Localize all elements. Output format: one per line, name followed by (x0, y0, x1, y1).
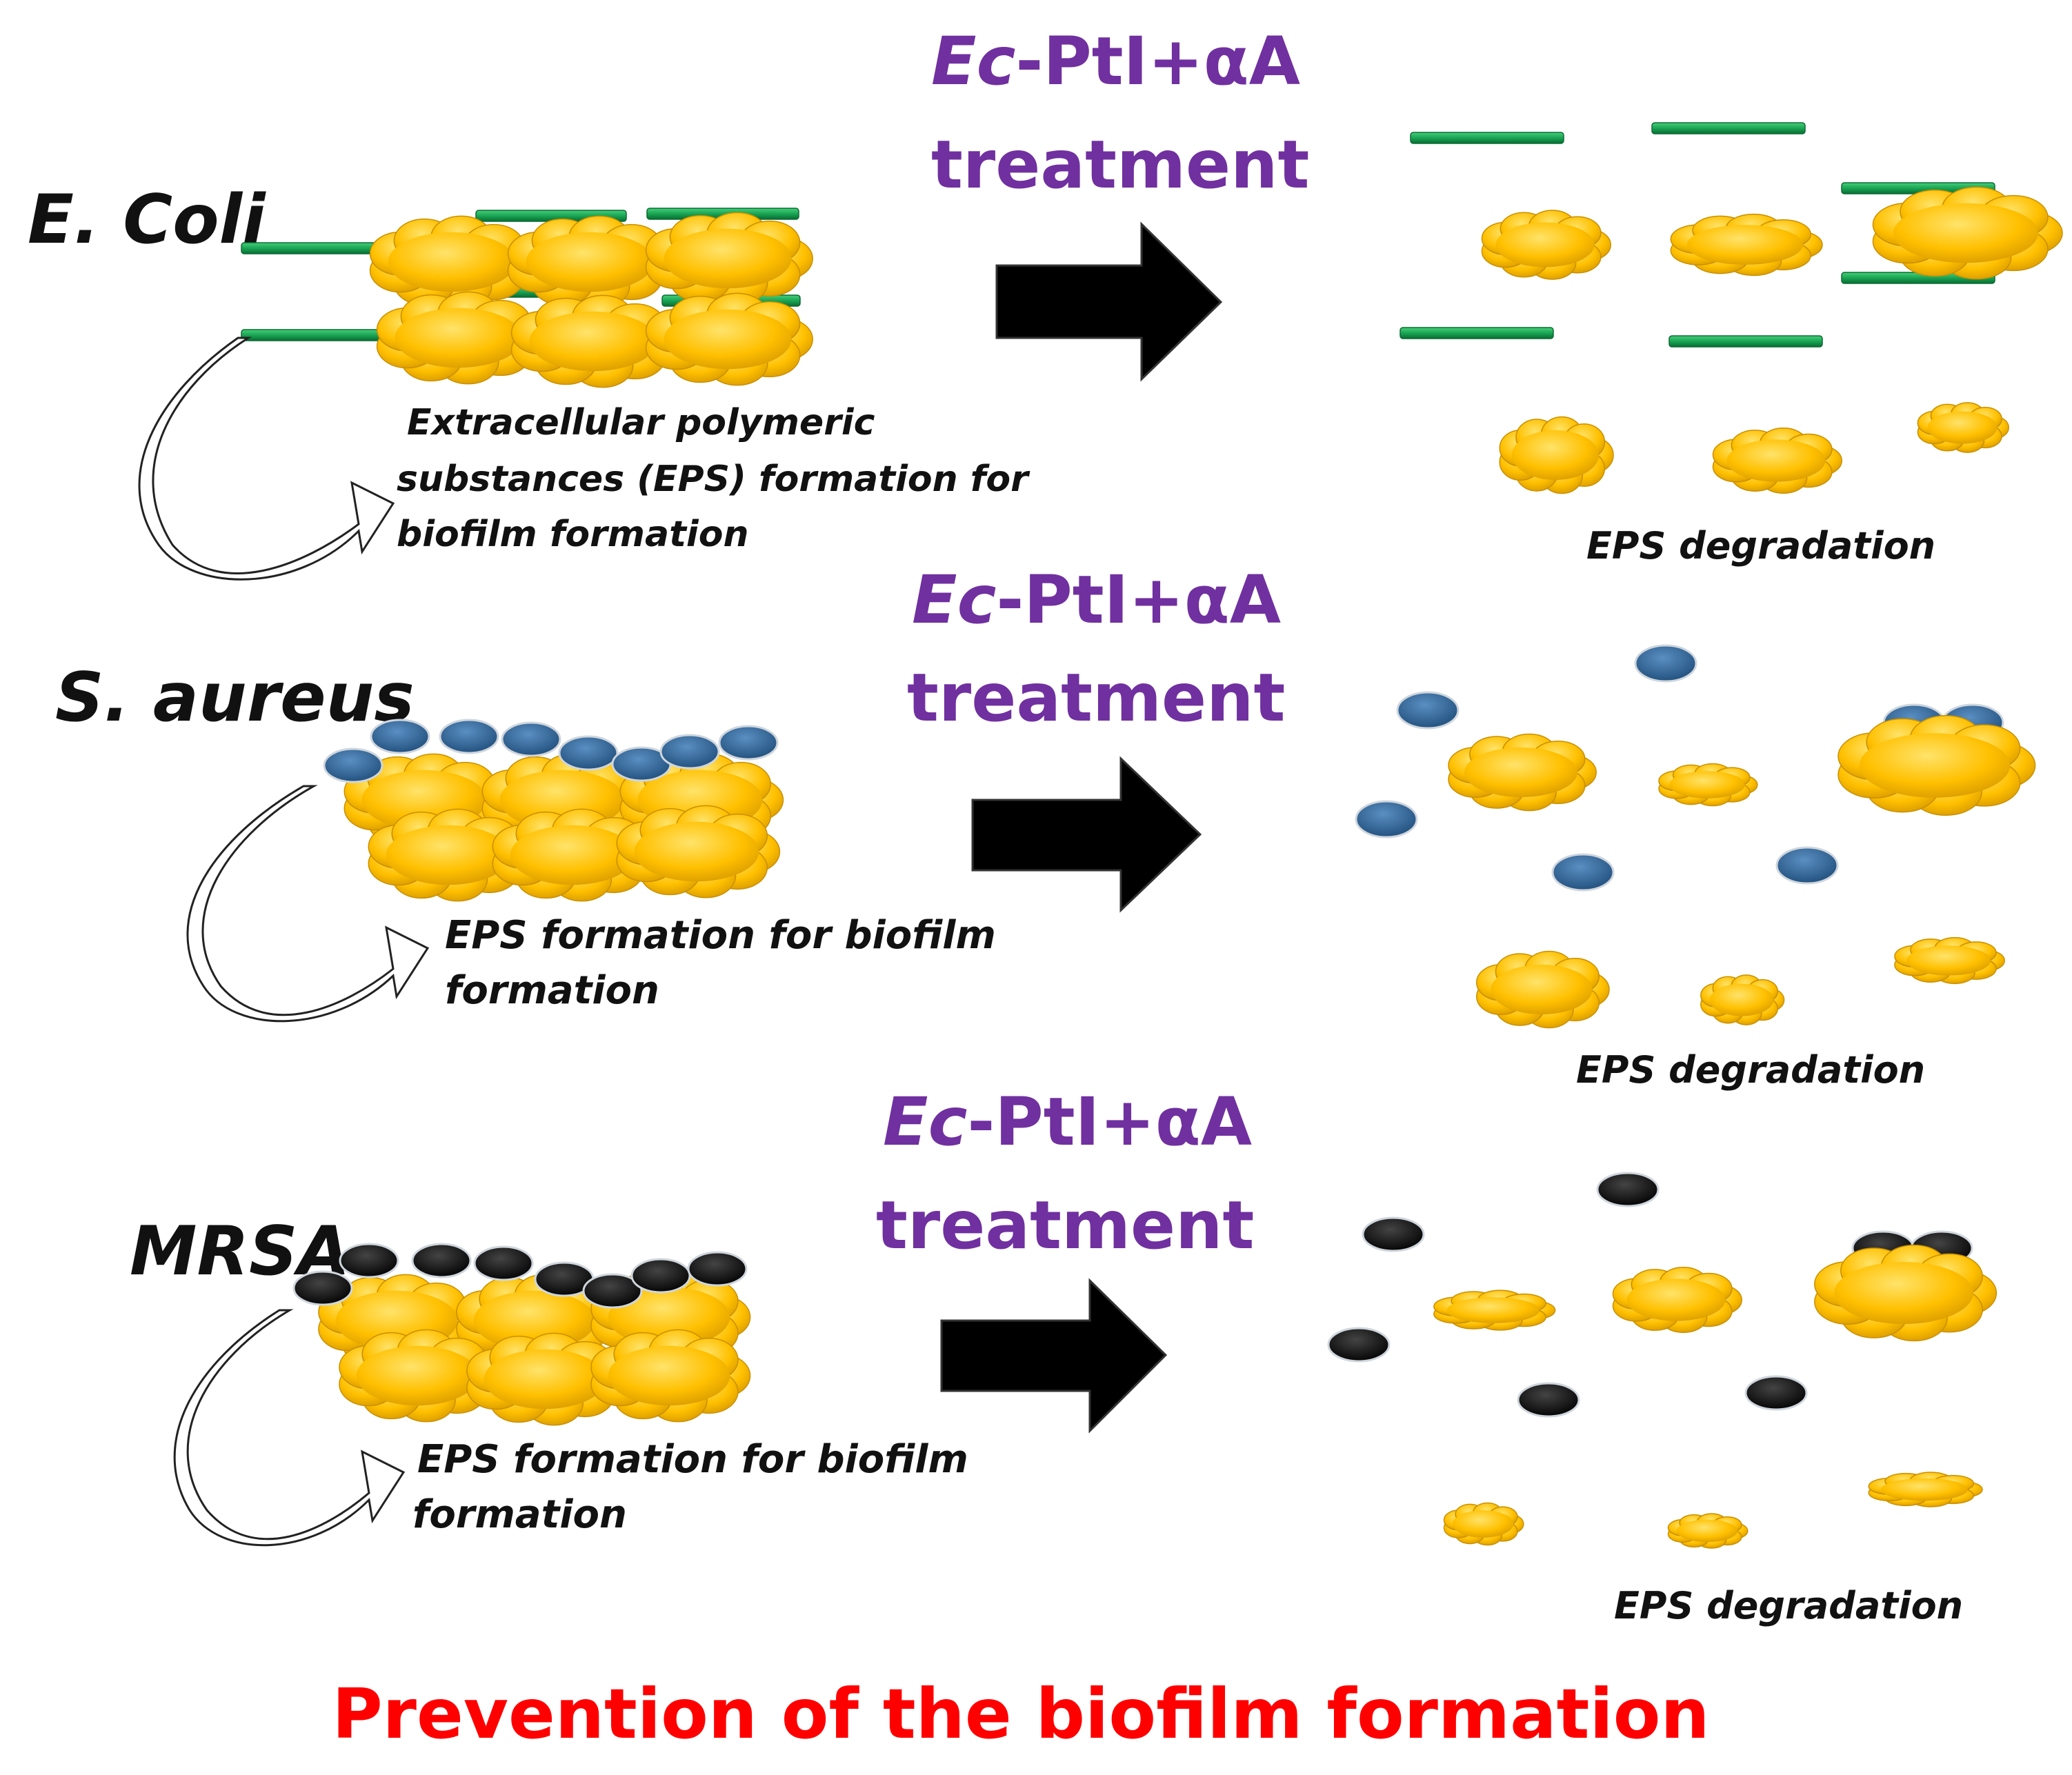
coccus-bacterium (1396, 691, 1460, 730)
rod-bacterium (1410, 132, 1564, 144)
scattered-result (1399, 122, 2063, 494)
eps-cluster (1700, 974, 1785, 1025)
coccus-bacterium (1551, 853, 1615, 892)
footer-title: Prevention of the biofilm formation (332, 1674, 1709, 1754)
treatment-line-2: treatment (907, 659, 1285, 736)
note-line-3: biofilm formation (397, 514, 749, 555)
eps-cluster (1868, 1472, 1983, 1507)
rod-bacterium (1651, 122, 1806, 134)
coccus-bacterium (501, 721, 561, 757)
eps-cluster (1712, 428, 1842, 494)
eps-cluster (1612, 1267, 1742, 1333)
coccus-bacterium (1634, 644, 1697, 683)
organism-label: E. Coli (28, 181, 266, 259)
eps-cluster (1814, 1244, 1998, 1342)
coccus-bacterium (411, 1243, 472, 1278)
right-arrow (940, 1278, 1168, 1434)
eps-cluster (368, 808, 532, 902)
eps-cluster (1433, 1290, 1556, 1331)
coccus-bacterium (1596, 1172, 1660, 1207)
treatment-line-1: Ec-PtI+αA (912, 561, 1281, 639)
eps-cluster (590, 1329, 751, 1423)
row-ecoli: E. Coli Extracellular polymeric substanc… (28, 23, 2063, 581)
rod-bacterium (241, 242, 390, 254)
row-mrsa: MRSA EPS formation for biofilm formation… (130, 1083, 1998, 1627)
eps-cluster (1917, 402, 2009, 453)
coccus-bacterium (558, 735, 619, 771)
biofilm-left (292, 1243, 751, 1426)
scattered-result (1355, 644, 2036, 1029)
eps-cluster (1667, 1513, 1749, 1549)
curved-arrow (186, 785, 430, 1023)
coccus-bacterium (323, 748, 383, 783)
note-line-2: formation (445, 968, 659, 1013)
eps-cluster (1872, 186, 2063, 280)
eps-cluster (645, 212, 813, 305)
curved-arrow (138, 337, 395, 581)
note-line-1: Extracellular polymeric (407, 402, 875, 443)
eps-cluster (1837, 715, 2036, 816)
rod-bacterium (241, 329, 392, 341)
treatment-suffix: -PtI+αA (1015, 23, 1300, 100)
note-line-2: substances (EPS) formation for (397, 459, 1030, 500)
treatment-line-1: Ec-PtI+αA (931, 23, 1300, 100)
scattered-result (1327, 1172, 1998, 1549)
treatment-prefix: Ec (931, 23, 1015, 100)
treatment-suffix: -PtI+αA (967, 1083, 1252, 1161)
organism-label: S. aureus (55, 659, 415, 737)
eps-cluster (645, 292, 813, 386)
curved-arrow (173, 1309, 406, 1547)
treatment-prefix: Ec (883, 1083, 967, 1161)
coccus-bacterium (687, 1251, 748, 1287)
eps-cluster (1894, 936, 2005, 985)
biofilm-left (323, 719, 784, 902)
coccus-bacterium (1355, 800, 1418, 839)
coccus-bacterium (292, 1270, 353, 1306)
treatment-suffix: -PtI+αA (996, 561, 1281, 639)
coccus-bacterium (582, 1273, 643, 1309)
coccus-bacterium (1775, 846, 1839, 885)
eps-cluster (616, 805, 781, 899)
coccus-bacterium (1362, 1216, 1425, 1252)
note-line-1: EPS formation for biofilm (445, 913, 996, 958)
eps-cluster (1658, 763, 1758, 807)
coccus-bacterium (339, 1243, 399, 1278)
coccus-bacterium (370, 719, 430, 754)
treatment-line-2: treatment (876, 1187, 1254, 1264)
coccus-bacterium (439, 719, 499, 754)
note-line-1: EPS formation for biofilm (417, 1437, 968, 1482)
coccus-bacterium (1517, 1382, 1580, 1418)
result-label: EPS degradation (1576, 1048, 1925, 1092)
eps-cluster (1448, 733, 1597, 812)
eps-cluster (376, 291, 544, 385)
coccus-bacterium (630, 1258, 691, 1294)
coccus-bacterium (1327, 1327, 1391, 1363)
treatment-line-1: Ec-PtI+αA (883, 1083, 1252, 1161)
biofilm-left (241, 208, 813, 388)
rod-bacterium (1668, 335, 1823, 348)
rod-bacterium (1399, 327, 1554, 339)
eps-cluster (1670, 213, 1823, 277)
note-line-2: formation (412, 1492, 627, 1537)
eps-cluster (1476, 950, 1610, 1029)
row-s-aureus: S. aureus EPS formation for biofilm form… (55, 561, 2036, 1092)
coccus-bacterium (473, 1245, 534, 1281)
treatment-line-2: treatment (931, 126, 1309, 203)
eps-cluster (1443, 1502, 1524, 1546)
coccus-bacterium (659, 734, 720, 770)
treatment-prefix: Ec (912, 561, 996, 639)
result-label: EPS degradation (1614, 1584, 1963, 1627)
right-arrow (995, 221, 1223, 382)
eps-cluster (507, 215, 675, 309)
eps-cluster (510, 294, 679, 388)
eps-cluster (1499, 416, 1614, 494)
right-arrow (971, 756, 1202, 913)
result-label: EPS degradation (1586, 524, 1935, 568)
coccus-bacterium (1744, 1375, 1808, 1411)
eps-cluster (1481, 210, 1611, 280)
coccus-bacterium (718, 725, 779, 761)
